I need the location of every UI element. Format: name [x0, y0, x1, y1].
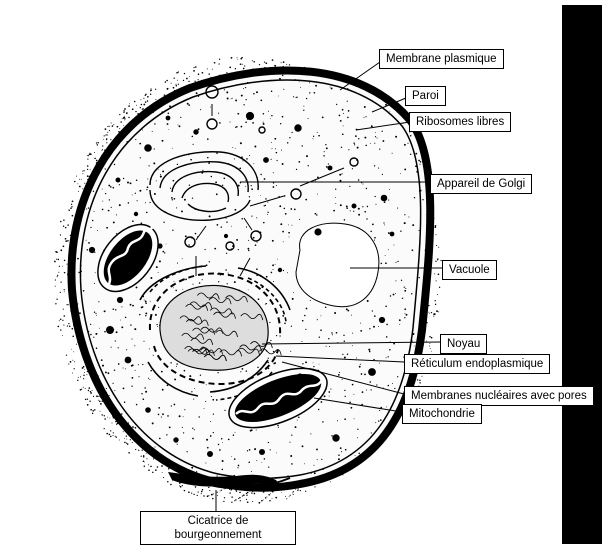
label-membrane-plasmique: Membrane plasmique — [379, 49, 504, 69]
label-ribosomes-libres: Ribosomes libres — [409, 112, 511, 132]
label-cicatrice-line2: bourgeonnement — [147, 528, 289, 542]
label-cicatrice-de-bourgeonnement: Cicatrice de bourgeonnement — [140, 511, 296, 545]
right-black-bar — [562, 5, 602, 544]
label-reticulum-endoplasmique: Réticulum endoplasmique — [404, 354, 550, 374]
vacuole — [296, 223, 379, 307]
label-cicatrice-line1: Cicatrice de — [147, 514, 289, 528]
label-appareil-de-golgi: Appareil de Golgi — [430, 174, 532, 194]
label-noyau: Noyau — [440, 334, 487, 354]
label-mitochondrie: Mitochondrie — [402, 404, 482, 424]
label-paroi: Paroi — [405, 86, 446, 106]
label-membranes-nucleaires: Membranes nucléaires avec pores — [404, 386, 594, 406]
label-vacuole: Vacuole — [442, 260, 497, 280]
